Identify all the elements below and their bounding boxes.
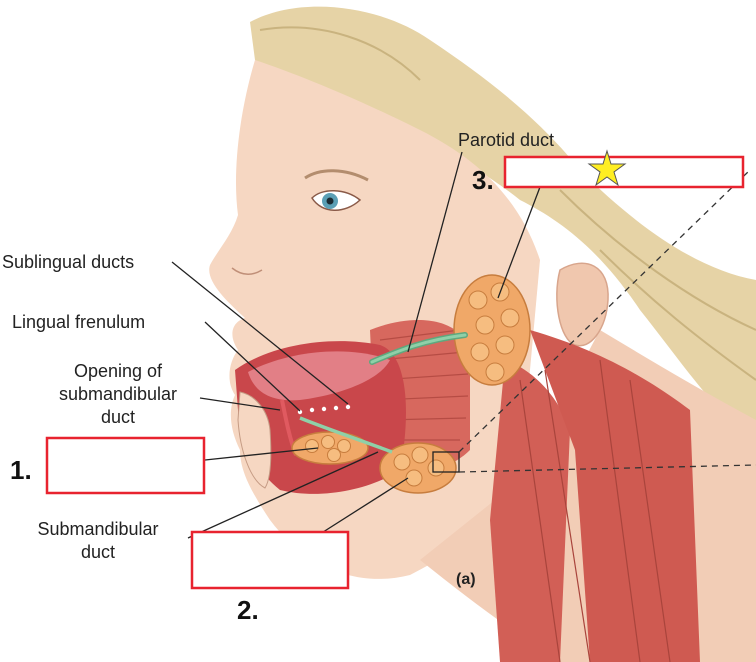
label-lingual-frenulum: Lingual frenulum	[12, 312, 145, 332]
answer-number-1: 1.	[10, 455, 32, 485]
answer-box-1[interactable]	[45, 436, 206, 495]
label-opening-line1: Opening of	[74, 361, 163, 381]
sublingual-gland	[291, 431, 369, 465]
zoom-region	[432, 451, 460, 473]
zoom-line-lower	[458, 464, 756, 473]
leader-lines	[171, 151, 541, 539]
panel-label: (a)	[456, 571, 476, 588]
answer-box-3[interactable]	[503, 155, 745, 189]
submandibular-duct-tube	[299, 416, 393, 454]
answer-box-2[interactable]	[190, 530, 350, 590]
label-sublingual-ducts: Sublingual ducts	[2, 252, 134, 272]
label-opening-line3: duct	[101, 407, 135, 427]
label-submandibular-line2: duct	[81, 542, 115, 562]
zoom-line-upper	[458, 169, 751, 453]
label-opening-line2: submandibular	[59, 384, 177, 404]
parotid-duct-inner	[370, 333, 467, 364]
label-submandibular-line1: Submandibular	[37, 519, 158, 539]
label-parotid-duct: Parotid duct	[458, 130, 554, 150]
answer-number-2: 2.	[237, 595, 259, 625]
parotid-gland	[453, 274, 531, 386]
star-icon	[587, 149, 627, 187]
answer-number-3: 3.	[472, 165, 494, 195]
